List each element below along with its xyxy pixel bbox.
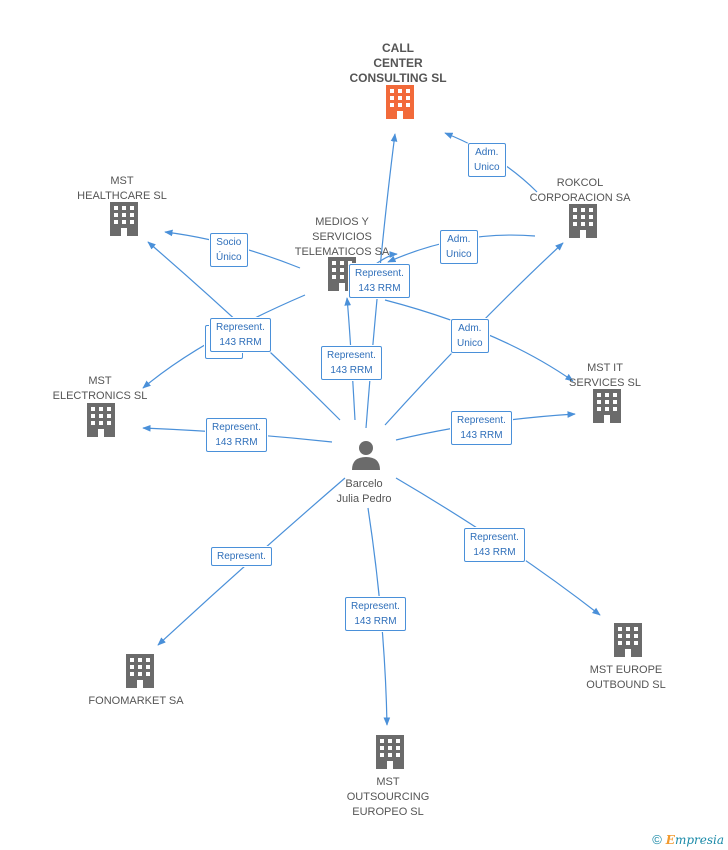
node-label-line: MST IT bbox=[587, 362, 623, 374]
edge-label-line: Represent. bbox=[355, 268, 404, 279]
edge-label-line: Unico bbox=[457, 338, 483, 349]
edge-label-line: Adm. bbox=[447, 234, 471, 245]
node-label-medios[interactable]: MEDIOS Y SERVICIOS TELEMATICOS SA bbox=[295, 215, 390, 260]
edge-label-person-healthcare[interactable]: Represent. 143 RRM bbox=[210, 318, 271, 352]
node-label-line: CONSULTING SL bbox=[349, 71, 447, 85]
edge-label-line: Único bbox=[216, 252, 242, 263]
edge-label-line: Represent. bbox=[217, 551, 266, 562]
person-icon[interactable] bbox=[352, 441, 380, 470]
building-icon[interactable] bbox=[593, 389, 621, 423]
brand-footer: © Empresia bbox=[652, 832, 724, 847]
edge-label-medios-callcenter[interactable]: Represent. 143 RRM bbox=[349, 264, 410, 298]
node-label-line: ELECTRONICS SL bbox=[52, 390, 148, 402]
edge-label-person-medios[interactable]: Represent. 143 RRM bbox=[321, 346, 382, 380]
edge-label-person-europe[interactable]: Represent. 143 RRM bbox=[464, 528, 525, 562]
edge-label-medios-it[interactable]: Adm. Unico bbox=[451, 319, 489, 353]
node-label-line: CORPORACION SA bbox=[529, 192, 631, 204]
edge-label-line: 143 RRM bbox=[219, 337, 262, 348]
edge-label-line: 143 RRM bbox=[330, 365, 373, 376]
building-icon[interactable] bbox=[376, 735, 404, 769]
node-label-mst-electronics[interactable]: MST ELECTRONICS SL bbox=[53, 374, 148, 404]
node-label-line: MST EUROPE bbox=[589, 664, 663, 676]
building-icon[interactable] bbox=[386, 85, 414, 119]
node-label-line: MEDIOS Y bbox=[315, 216, 369, 228]
edge-label-person-fonomarket[interactable]: Represent. bbox=[211, 547, 272, 566]
edge-label-line: Represent. bbox=[470, 532, 519, 543]
edge-label-line: 143 RRM bbox=[358, 283, 401, 294]
node-label-line: MST bbox=[110, 175, 134, 187]
edge-label-rokcol-medios[interactable]: Adm. Unico bbox=[440, 230, 478, 264]
node-label-line: OUTSOURCING bbox=[346, 791, 430, 803]
edge-label-line: Unico bbox=[474, 162, 500, 173]
icon-layer bbox=[87, 85, 642, 769]
edge-label-line: 143 RRM bbox=[354, 616, 397, 627]
node-label-rokcol[interactable]: ROKCOL CORPORACION SA bbox=[530, 176, 631, 206]
node-label-line: EUROPEO SL bbox=[352, 806, 424, 818]
edge-label-line: Adm. bbox=[458, 323, 482, 334]
edge-label-line: Represent. bbox=[212, 422, 261, 433]
node-label-line: CENTER bbox=[373, 56, 423, 70]
node-label-line: ROKCOL bbox=[556, 177, 604, 189]
node-label-line: OUTBOUND SL bbox=[586, 679, 666, 691]
building-icon[interactable] bbox=[110, 202, 138, 236]
edge-label-rokcol-callcenter[interactable]: Adm. Unico bbox=[468, 143, 506, 177]
edge-label-line: Represent. bbox=[327, 350, 376, 361]
node-label-line: HEALTHCARE SL bbox=[77, 190, 167, 202]
node-label-mst-healthcare[interactable]: MST HEALTHCARE SL bbox=[77, 174, 167, 204]
node-label-line: TELEMATICOS SA bbox=[294, 246, 390, 258]
edge-label-person-it[interactable]: Represent. 143 RRM bbox=[451, 411, 512, 445]
node-label-line: Barcelo bbox=[345, 478, 383, 490]
node-label-mst-outsourcing[interactable]: MST OUTSOURCING EUROPEO SL bbox=[347, 775, 430, 820]
edge-person-medios bbox=[344, 297, 356, 421]
edge-medios-it bbox=[384, 299, 574, 382]
node-label-line: Julia Pedro bbox=[336, 493, 392, 505]
edge-label-line: 143 RRM bbox=[215, 437, 258, 448]
building-icon[interactable] bbox=[614, 623, 642, 657]
edge-label-person-outsourcing[interactable]: Represent. 143 RRM bbox=[345, 597, 406, 631]
edge-label-line: 143 RRM bbox=[473, 547, 516, 558]
edge-label-line: Represent. bbox=[351, 601, 400, 612]
brand-name: Empresia bbox=[665, 832, 724, 847]
node-label-line: SERVICES SL bbox=[569, 377, 641, 389]
node-label-line: MST bbox=[376, 776, 400, 788]
node-label-line: FONOMARKET SA bbox=[88, 695, 184, 707]
node-label-fonomarket[interactable]: FONOMARKET SA bbox=[88, 694, 183, 709]
edge-label-line: Socio bbox=[216, 237, 242, 248]
building-icon[interactable] bbox=[126, 654, 154, 688]
edge-label-line: 143 RRM bbox=[460, 430, 503, 441]
node-label-line: CALL bbox=[381, 41, 414, 55]
edge-label-line: Represent. bbox=[216, 322, 265, 333]
building-icon[interactable] bbox=[569, 204, 597, 238]
building-icon[interactable] bbox=[87, 403, 115, 437]
copyright-icon: © bbox=[652, 832, 662, 847]
edge-label-line: Adm. bbox=[475, 147, 499, 158]
edge-label-line: Unico bbox=[446, 249, 472, 260]
node-label-line: SERVICIOS bbox=[312, 231, 372, 243]
edge-label-person-electronics[interactable]: Represent. 143 RRM bbox=[206, 418, 267, 452]
node-label-mst-europe[interactable]: MST EUROPE OUTBOUND SL bbox=[586, 663, 665, 693]
node-label-line: MST bbox=[88, 375, 112, 387]
node-label-mst-it[interactable]: MST IT SERVICES SL bbox=[569, 361, 641, 391]
edge-label-line: Represent. bbox=[457, 415, 506, 426]
